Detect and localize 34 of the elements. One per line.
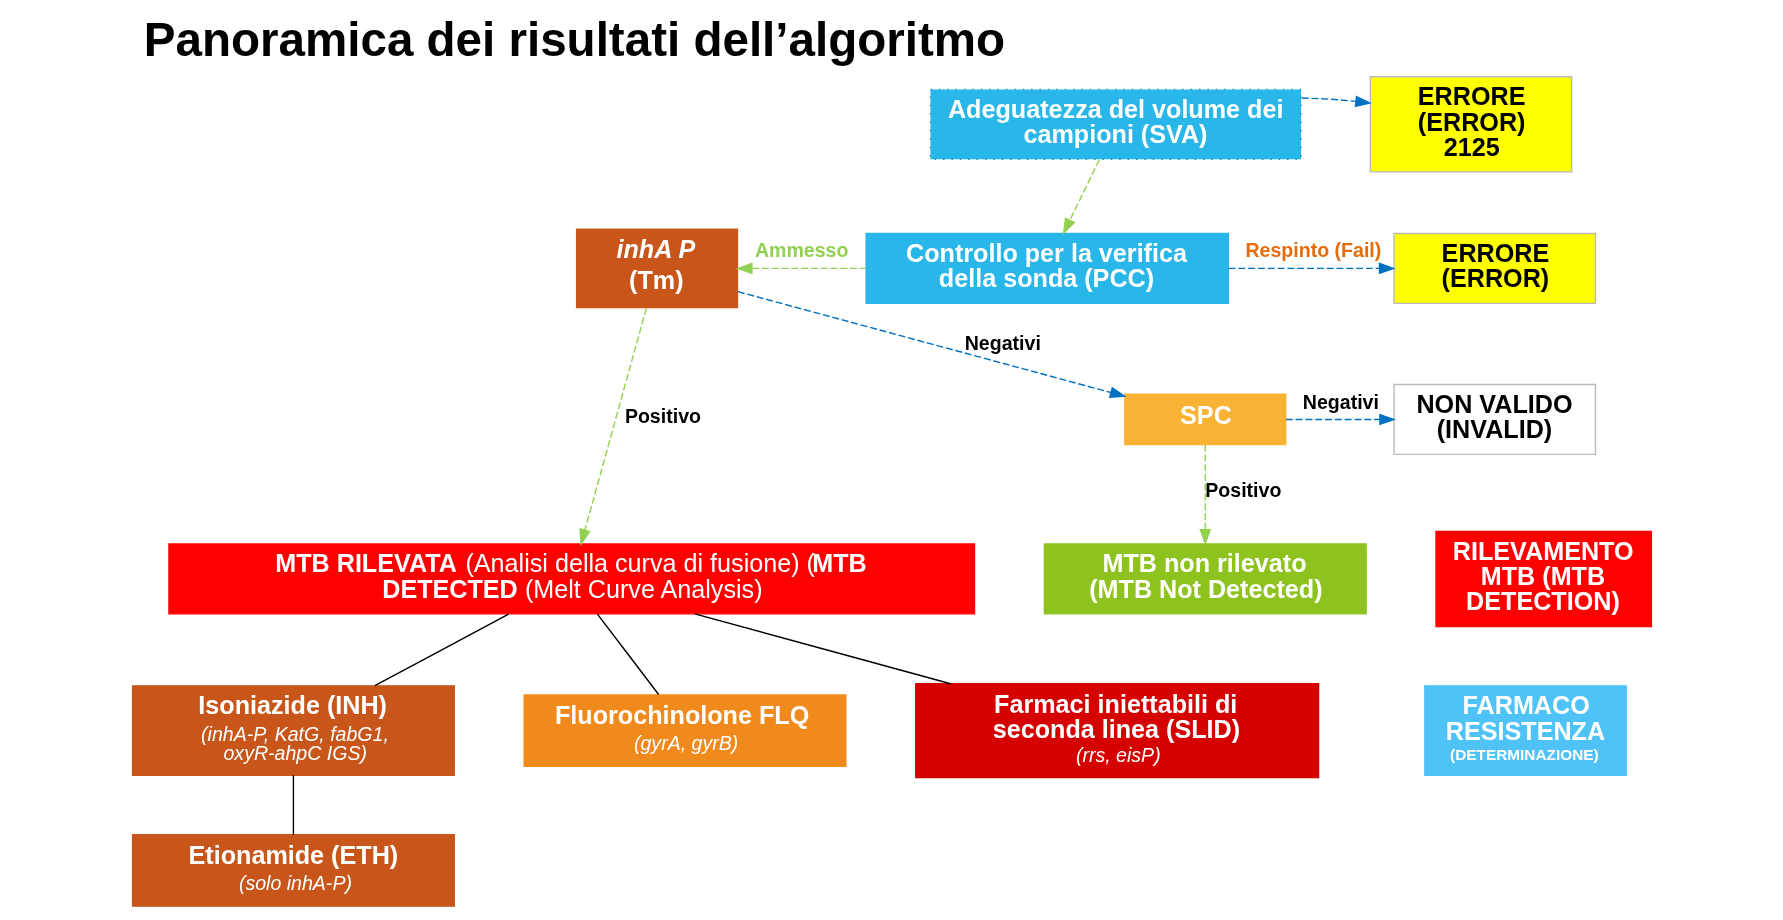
node-box: NON VALIDO (INVALID)	[1392, 383, 1596, 456]
node-box: Etionamide (ETH) (solo inhA-P)	[131, 834, 455, 907]
arrow	[1284, 413, 1396, 426]
node-box: Isoniazide (INH) (inhA-P, KatG, fabG1, oxyR-ahpC IGS)	[131, 685, 455, 777]
node-box: Controllo per la verifica della sonda (PCC)	[864, 232, 1229, 305]
connector	[373, 613, 509, 687]
arrow	[578, 307, 647, 546]
node-box: inhA P (Tm)	[575, 228, 738, 309]
node-box: FARMACO RESISTENZA (DETERMINAZIONE)	[1423, 685, 1627, 777]
edge-label: Negativi	[964, 331, 1041, 354]
arrow	[1227, 262, 1396, 275]
arrow	[1300, 95, 1372, 108]
edge-label: Negativi	[1302, 390, 1379, 413]
node-box: Fluorochinolone FLQ (gyrA, gyrB)	[522, 694, 847, 767]
arrow	[1198, 443, 1211, 546]
node-box: SPC	[1123, 393, 1286, 446]
arrow	[735, 262, 867, 275]
node-box: RILEVAMENTO MTB (MTB DETECTION)	[1434, 530, 1652, 628]
diagram-title: Panoramica dei risultati dell’algoritmo	[143, 13, 1005, 67]
node-box: MTB RILEVATA (Analisi della curva di fusione) (MTB DETECTED (Melt Curve Analysis)	[167, 543, 975, 615]
node-box: ERRORE (ERROR)	[1392, 232, 1596, 305]
node-box: Farmaci iniettabili di seconda linea (SLID) (rrs, eisP)	[914, 683, 1319, 779]
node-box: Adeguatezza del volume dei campioni (SVA)	[929, 88, 1302, 160]
node-box: MTB non rilevato (MTB Not Detected)	[1043, 543, 1367, 615]
edge-label: Respinto (Fail)	[1244, 239, 1381, 262]
connector	[292, 774, 294, 836]
connector	[693, 613, 951, 685]
edge-label: Positivo	[624, 405, 701, 428]
node-box: ERRORE (ERROR) 2125	[1369, 76, 1572, 173]
arrow	[736, 290, 1127, 399]
edge-label: Positivo	[1204, 478, 1281, 501]
connector	[596, 613, 659, 696]
arrow	[1062, 158, 1100, 235]
edge-label: Ammesso	[754, 239, 848, 262]
